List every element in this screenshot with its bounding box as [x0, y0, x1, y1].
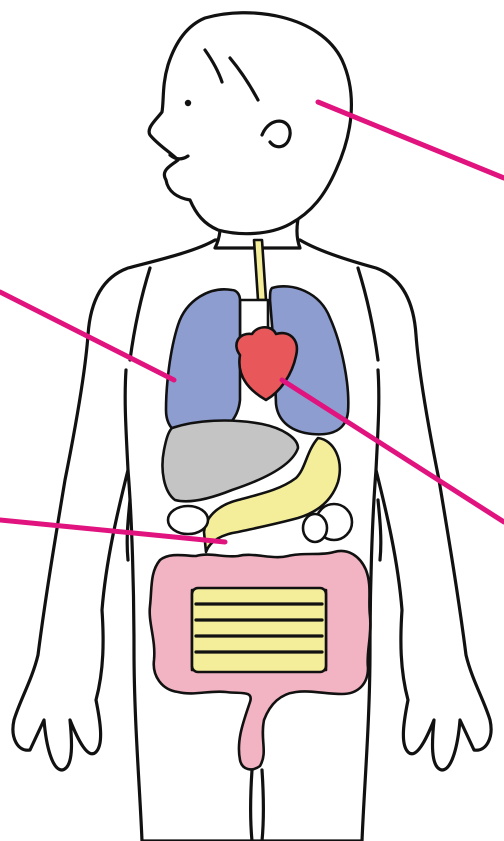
right-kidney	[168, 506, 208, 534]
left-kidney	[303, 514, 327, 542]
head-outline	[149, 13, 351, 234]
groin-line	[262, 770, 264, 841]
small-intestine	[192, 588, 326, 672]
groin-line	[251, 770, 253, 841]
hip-line	[378, 500, 381, 560]
eye	[185, 100, 191, 106]
